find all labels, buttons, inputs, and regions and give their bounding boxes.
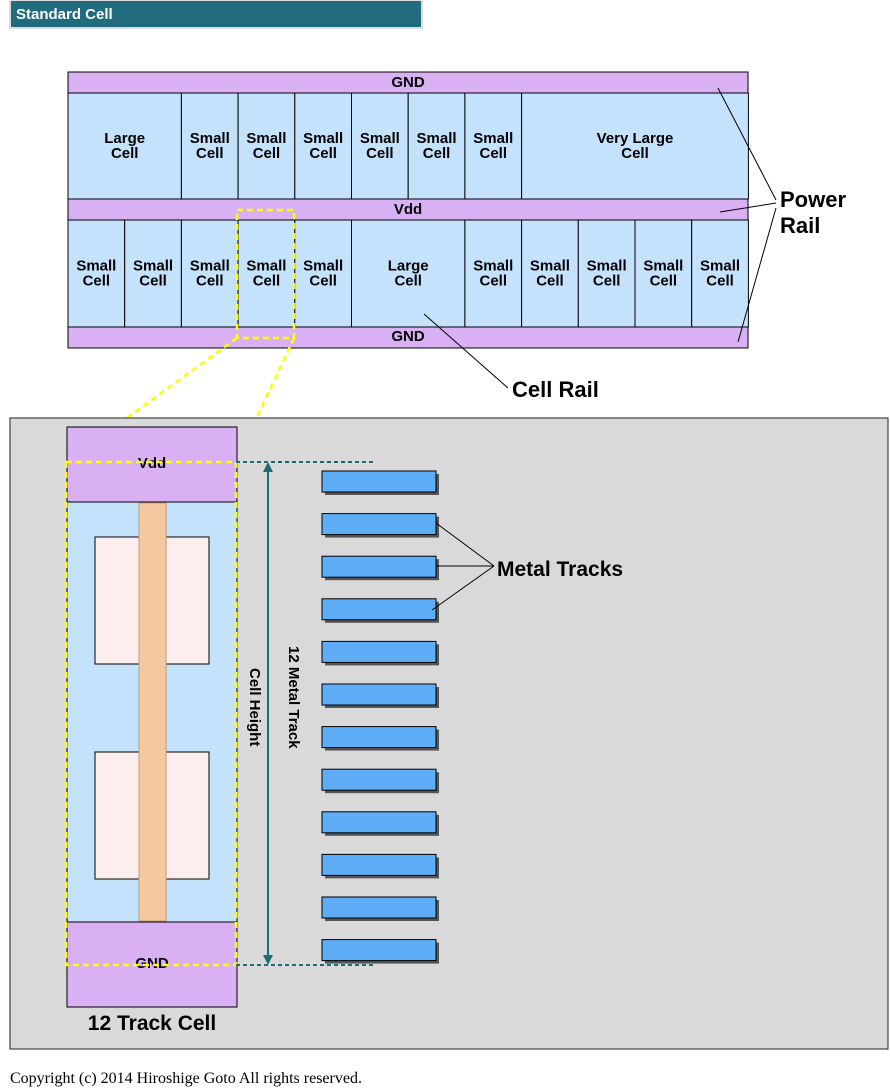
metal-track bbox=[321, 513, 437, 536]
cell-block bbox=[521, 92, 749, 200]
metal-tracks-label: Metal Tracks bbox=[497, 558, 623, 581]
metal-track bbox=[321, 598, 437, 621]
cell-vdd-label: Vdd bbox=[138, 455, 166, 472]
header-background bbox=[9, 0, 423, 29]
metal-track bbox=[321, 811, 437, 834]
cell-block bbox=[67, 219, 126, 328]
poly-gate bbox=[138, 502, 167, 922]
metal-track bbox=[321, 640, 437, 663]
cell-gnd-label: GND bbox=[135, 955, 169, 972]
top-gnd-label: GND bbox=[391, 74, 425, 91]
metal-tracks-callout-lines bbox=[431, 522, 495, 611]
metal-track bbox=[321, 683, 437, 706]
metal-track bbox=[321, 896, 437, 919]
header-title: Standard Cell bbox=[16, 6, 113, 23]
cell-block bbox=[407, 92, 466, 200]
metal-track bbox=[321, 768, 437, 791]
cell-block bbox=[577, 219, 636, 328]
metal-track bbox=[321, 853, 437, 876]
selected-cell-highlight bbox=[235, 208, 296, 340]
cell-vdd-rail bbox=[66, 426, 238, 503]
cell-block bbox=[464, 219, 523, 328]
cell-height-label: Cell Height bbox=[246, 668, 263, 746]
metal-tracks-group bbox=[321, 470, 439, 964]
detail-cell-highlight bbox=[64, 460, 238, 967]
cell-rail-callout-line bbox=[423, 313, 509, 389]
cell-block bbox=[464, 92, 523, 200]
power-rail-callout-lines bbox=[717, 87, 777, 343]
metal-track bbox=[321, 555, 437, 578]
cell-block bbox=[237, 92, 296, 200]
metal-track bbox=[321, 939, 437, 962]
middle-vdd-label: Vdd bbox=[394, 201, 422, 218]
cell-block bbox=[691, 219, 749, 328]
bottom-gnd-rail bbox=[67, 326, 749, 349]
copyright-text: Copyright (c) 2014 Hiroshige Goto All ri… bbox=[10, 1070, 362, 1087]
cell-block bbox=[351, 92, 409, 200]
cell-block bbox=[634, 219, 693, 328]
cell-block bbox=[180, 219, 239, 328]
cell-block bbox=[351, 219, 466, 328]
track-cell-detail-panel: Vdd GND Cell Height 12 Metal Track Metal… bbox=[9, 417, 889, 1050]
cell-rail-label: Cell Rail bbox=[512, 377, 599, 402]
track-count-label: 12 Metal Track bbox=[285, 646, 302, 749]
metal-track bbox=[321, 726, 437, 749]
cell-block bbox=[237, 219, 296, 328]
bottom-gnd-label: GND bbox=[391, 328, 425, 345]
metal-track bbox=[321, 470, 437, 493]
power-rail-label: Power Rail bbox=[780, 187, 852, 238]
header-banner: Standard Cell bbox=[9, 0, 423, 29]
cell-height-dimension bbox=[236, 461, 376, 966]
cell-caption: 12 Track Cell bbox=[88, 1012, 216, 1035]
cell-block bbox=[124, 219, 182, 328]
cell-block bbox=[294, 219, 352, 328]
